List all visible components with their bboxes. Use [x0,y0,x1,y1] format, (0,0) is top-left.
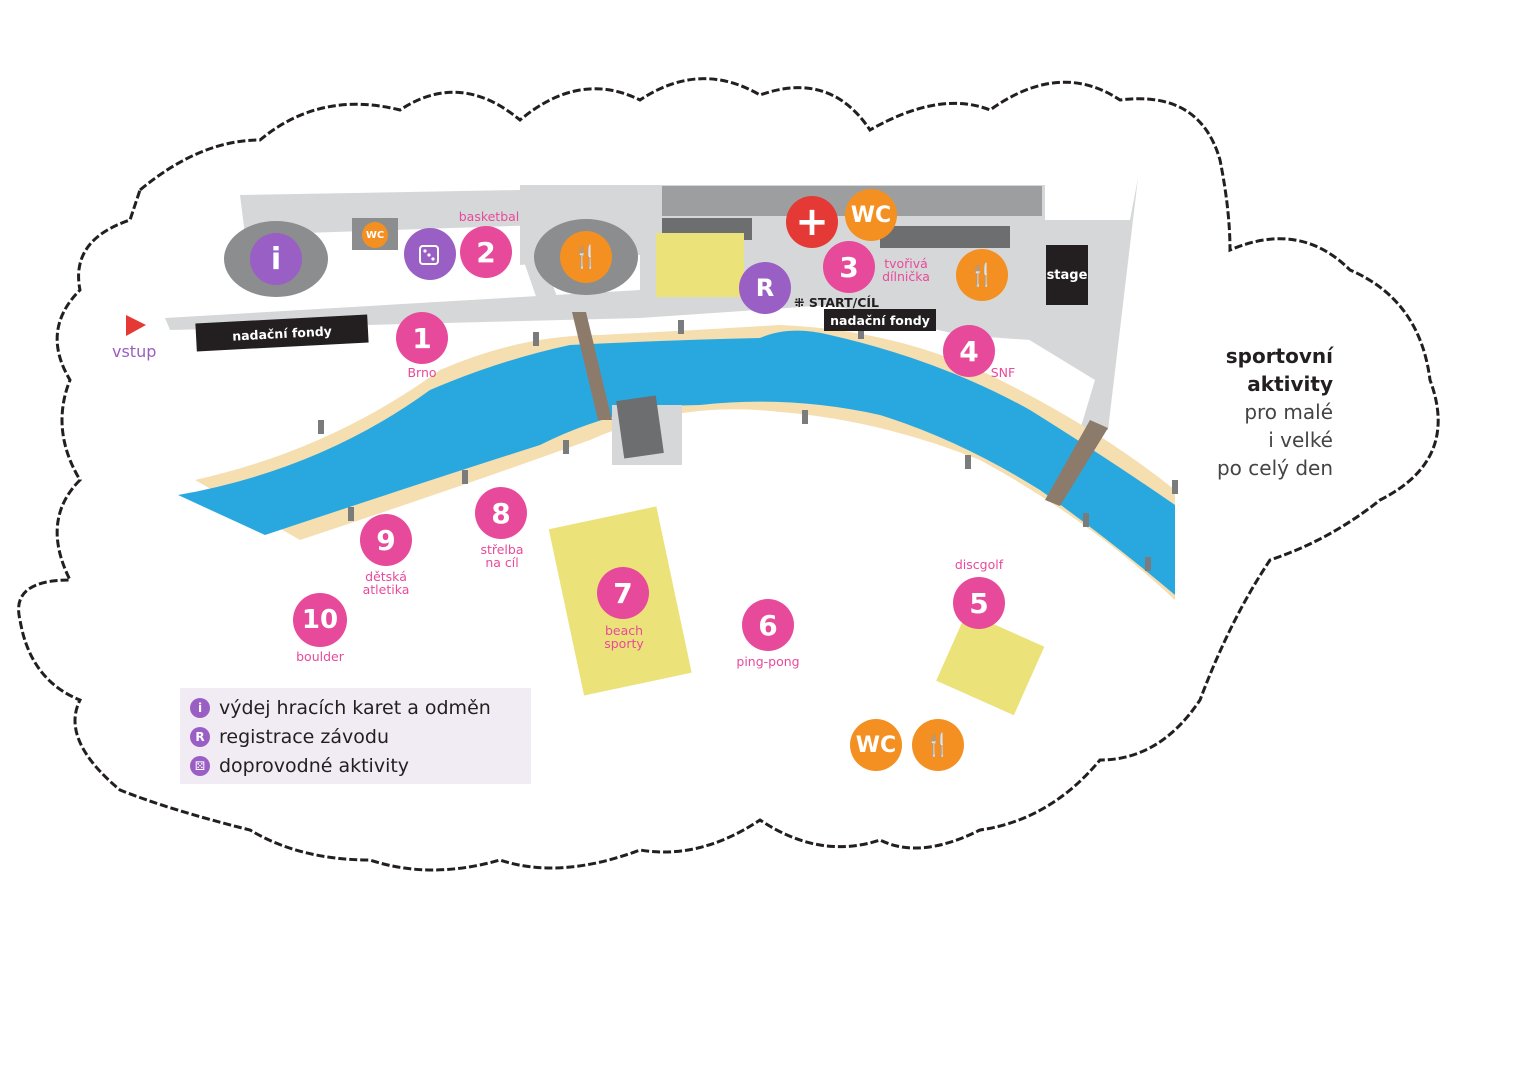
legend-row-registration: R registrace závodu [190,726,389,748]
caption-line: pro malé [1244,400,1333,424]
station-3-label: tvořivá dílnička [882,256,930,284]
bar-nadacni-fondy-right: nadační fondy [824,309,936,331]
legend-text: registrace závodu [219,726,389,748]
wc-pin-1[interactable]: WC [845,189,897,241]
cutlery-icon: 🍴 [968,262,996,288]
info-icon: i [190,698,210,718]
station-2[interactable]: 2 [460,226,512,278]
station-8[interactable]: 8 [475,487,527,539]
station-6-label: ping-pong [736,654,800,669]
legend-text: doprovodné aktivity [219,755,410,777]
first-aid-pin[interactable]: + [786,196,838,248]
cutlery-icon: 🍴 [572,244,600,270]
wc-pin-2[interactable]: WC [850,719,902,771]
caption-line: i velké [1268,428,1333,452]
caption-line: po celý den [1216,456,1333,480]
cutlery-icon: 🍴 [924,732,952,758]
station-7[interactable]: 7 [597,567,649,619]
station-6[interactable]: 6 [742,599,794,651]
sunbed-zone [656,233,744,297]
station-4-label: SNF [990,365,1016,380]
station-4[interactable]: 4 [943,325,995,377]
station-5[interactable]: 5 [953,577,1005,629]
registration-pin[interactable]: R [739,262,791,314]
legend-row-activities: ⚄ doprovodné aktivity [190,755,409,777]
caption-line: sportovní [1225,344,1333,368]
food-pin-3[interactable]: 🍴 [912,719,964,771]
food-pin-2[interactable]: 🍴 [956,249,1008,301]
legend: i výdej hracích karet a odměn R registra… [180,688,531,784]
station-1-label: Brno [407,365,437,380]
station-2-label: basketbal [458,209,520,224]
dice-icon [419,245,439,265]
plus-icon: + [795,199,829,245]
discgolf-zone [936,612,1045,716]
station-10[interactable]: 10 [293,593,347,647]
caption-line: aktivity [1247,372,1333,396]
wc-pin-small[interactable]: WC [362,222,388,248]
legend-text: výdej hracích karet a odměn [219,697,491,719]
legend-row-info: i výdej hracích karet a odměn [190,697,491,719]
checkered-flag-icon: ⁜ [794,295,809,310]
food-pin-1[interactable]: 🍴 [560,231,612,283]
station-7-label: beach sporty [604,623,644,651]
station-9[interactable]: 9 [360,514,412,566]
station-9-label: dětská atletika [362,569,410,597]
side-caption: sportovní aktivity pro malé i velké po c… [1180,342,1333,482]
entrance-label: vstup [112,342,157,361]
start-finish-label: ⁜ START/CÍL [794,295,880,310]
entrance-arrow-icon [126,315,146,336]
station-8-label: střelba na cíl [480,542,524,570]
dice-pin[interactable] [404,228,456,280]
station-5-label: discgolf [954,557,1004,572]
station-10-label: boulder [296,649,344,664]
station-1[interactable]: 1 [396,312,448,364]
info-pin[interactable]: i [250,233,302,285]
river [178,330,1175,595]
cloud-border [17,77,1440,872]
stage-block: stage [1046,245,1088,305]
station-3[interactable]: 3 [823,241,875,293]
dice-icon: ⚄ [190,756,210,776]
registration-icon: R [190,727,210,747]
